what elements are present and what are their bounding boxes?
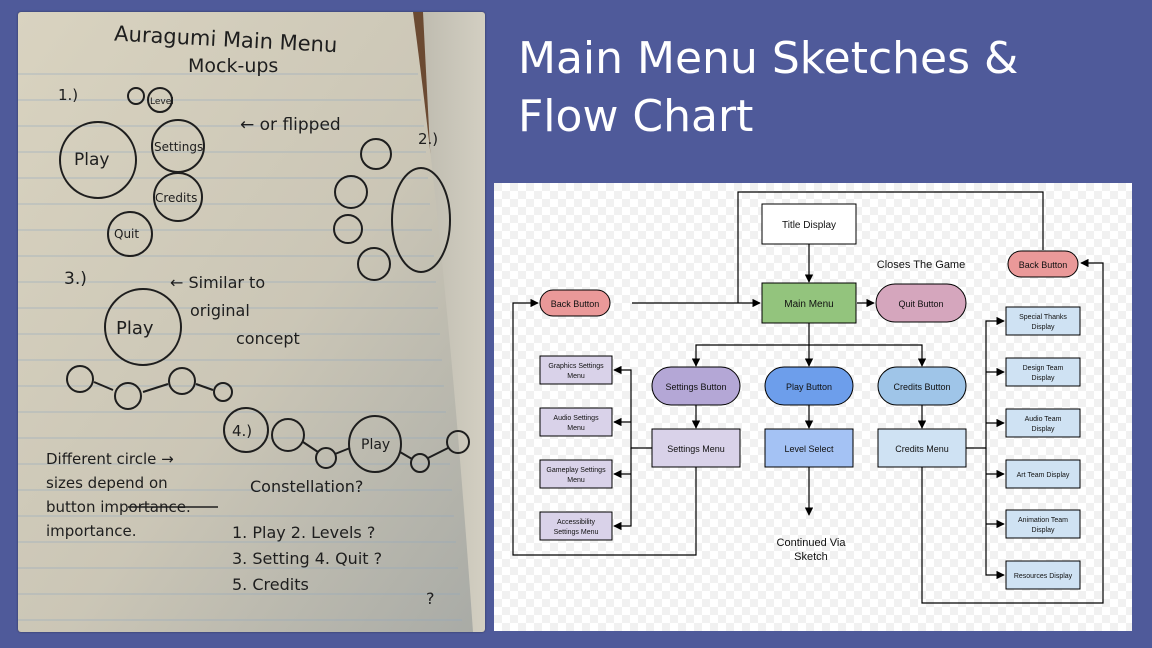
title-display-node: [761, 203, 857, 245]
notebook-sketch: Auragumi Main Menu Mock-ups 1.) Play Set…: [18, 12, 485, 632]
design-team-label: Design Team: [1023, 365, 1064, 372]
special-thanks-label: Special Thanks: [1019, 314, 1067, 321]
sketch-list-question: ?: [426, 589, 435, 608]
graphics-settings-label: Menu: [567, 373, 585, 380]
option3-note: ← Similar to: [170, 273, 265, 292]
closes-the-game-label: Closes The Game: [877, 259, 965, 271]
audio-settings-label: Audio Settings: [553, 415, 599, 422]
audio-team-node: [1005, 408, 1081, 438]
sketch-play-label: Play: [74, 150, 109, 170]
option4-play-label: Play: [361, 437, 390, 453]
accessibility-settings-node: [539, 511, 613, 541]
sketch-list-line: 3. Setting 4. Quit ?: [232, 549, 382, 568]
option3-note: original: [190, 301, 250, 320]
option3-circle: [104, 288, 182, 366]
audio-settings-label: Menu: [567, 425, 585, 432]
audio-team-label: Audio Team: [1025, 416, 1062, 423]
settings-menu-node: [651, 428, 741, 468]
slide-title: Main Menu Sketches & Flow Chart: [518, 30, 1128, 146]
settings-button-node: [651, 366, 741, 406]
special-thanks-label: Display: [1032, 324, 1055, 331]
flow-chart-panel: Title Display Main Menu Closes The Game …: [494, 183, 1132, 631]
gameplay-settings-node: [539, 459, 613, 489]
resources-node: [1005, 560, 1081, 590]
sketch-settings-label: Settings: [154, 140, 203, 154]
special-thanks-node: [1005, 306, 1081, 336]
sketch-list-line: 5. Credits: [232, 575, 309, 594]
animation-team-label: Display: [1032, 527, 1055, 534]
option2-circles: [333, 138, 451, 281]
resources-label: Resources Display: [1014, 573, 1073, 580]
sketch-note: button importance.: [46, 498, 191, 516]
accessibility-settings-label: Accessibility: [557, 519, 596, 526]
play-button-label: Play Button: [786, 382, 832, 392]
slide-title-line: Flow Chart: [518, 91, 754, 142]
main-menu-node: [761, 282, 857, 324]
option3-marker: 3.): [64, 269, 87, 289]
slide-title-line: Main Menu Sketches &: [518, 33, 1019, 84]
notebook-sketch-photo: Auragumi Main Menu Mock-ups 1.) Play Set…: [18, 12, 485, 632]
gameplay-settings-label: Menu: [567, 477, 585, 484]
chain-circles: [66, 365, 233, 410]
ruled-lines: [18, 73, 462, 621]
left-page: [18, 12, 473, 632]
design-team-label: Display: [1032, 375, 1055, 382]
sketch-note: Different circle →: [46, 450, 174, 468]
animation-team-label: Animation Team: [1018, 517, 1068, 524]
option4-circles: [223, 407, 470, 473]
sketch-credits-label: Credits: [155, 191, 197, 205]
right-page: [423, 12, 485, 632]
back-button-right-node: [1007, 250, 1079, 278]
graphics-settings-label: Graphics Settings: [548, 363, 604, 370]
back-button-right-label: Back Button: [1019, 260, 1068, 270]
sketch-quit-label: Quit: [114, 227, 139, 241]
continued-label: Continued Via: [777, 537, 847, 549]
settings-menu-label: Settings Menu: [667, 444, 725, 454]
graphics-settings-node: [539, 355, 613, 385]
option2-marker: 2.): [418, 130, 438, 148]
design-team-node: [1005, 357, 1081, 387]
sketch-level-label: Level: [150, 97, 174, 107]
level-select-node: [764, 428, 854, 468]
option3-note: concept: [236, 329, 300, 348]
audio-team-label: Display: [1032, 426, 1055, 433]
play-button-node: [764, 366, 854, 406]
option4-marker: 4.): [232, 422, 252, 440]
art-team-node: [1005, 459, 1081, 489]
art-team-label: Art Team Display: [1017, 472, 1070, 479]
credits-menu-label: Credits Menu: [895, 444, 949, 454]
quit-button-node: [875, 283, 967, 323]
main-menu-label: Main Menu: [784, 299, 833, 310]
credits-button-label: Credits Button: [893, 382, 950, 392]
quit-button-label: Quit Button: [898, 299, 943, 309]
settings-button-label: Settings Button: [665, 382, 726, 392]
option1-marker: 1.): [58, 86, 78, 104]
title-display-label: Title Display: [782, 220, 836, 231]
credits-button-node: [877, 366, 967, 406]
sketch-note: sizes depend on: [46, 474, 168, 492]
sketch-note: importance.: [46, 522, 136, 540]
connectors: [512, 191, 1104, 604]
sketch-list-line: 1. Play 2. Levels ?: [232, 523, 375, 542]
back-button-left-label: Back Button: [551, 299, 600, 309]
animation-team-node: [1005, 509, 1081, 539]
continued-label: Sketch: [794, 551, 828, 563]
level-select-label: Level Select: [784, 444, 834, 454]
gameplay-settings-label: Gameplay Settings: [546, 467, 606, 474]
audio-settings-node: [539, 407, 613, 437]
sketch-flipped-note: ← or flipped: [240, 115, 341, 135]
back-button-left-node: [539, 289, 611, 317]
option3-play-label: Play: [116, 318, 154, 339]
credits-menu-node: [877, 428, 967, 468]
sketch-constellation: Constellation?: [250, 477, 363, 496]
sketch-subheading: Mock-ups: [188, 55, 278, 77]
flow-chart: Title Display Main Menu Closes The Game …: [494, 183, 1132, 631]
option1-circles: [59, 87, 205, 257]
accessibility-settings-label: Settings Menu: [554, 529, 599, 536]
